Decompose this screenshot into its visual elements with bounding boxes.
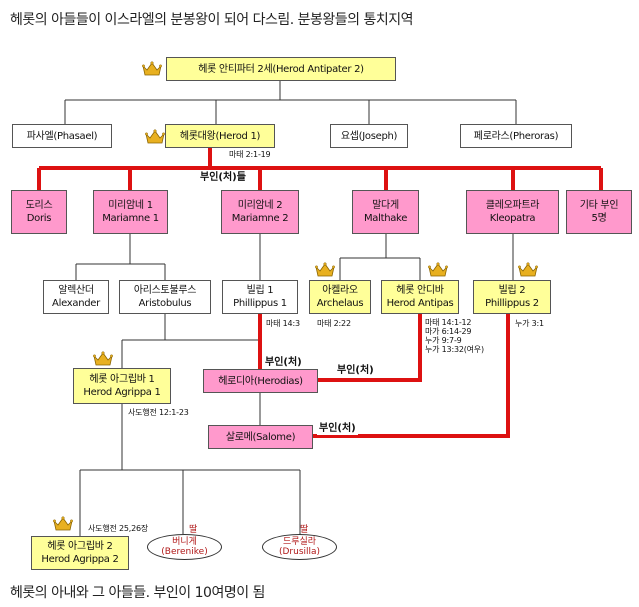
node-name: 도리스 [25, 200, 53, 211]
node-kleopatra: 클레오파트라 Kleopatra [466, 190, 559, 234]
node-name: 미리암네 1 [108, 200, 153, 211]
node-name: 페로라스(Pheroras) [473, 130, 559, 142]
node-name: 알렉산더 [58, 285, 94, 296]
node-pheroras: 페로라스(Pheroras) [460, 124, 572, 148]
node-name: 빌립 1 [246, 285, 274, 296]
node-name: 헤로디아(Herodias) [218, 375, 303, 387]
crown-icon [428, 262, 448, 277]
node-name: 헤롯대왕(Herod 1) [179, 130, 261, 142]
node-joseph: 요셉(Joseph) [330, 124, 408, 148]
node-phasael: 파사엘(Phasael) [12, 124, 112, 148]
node-doris: 도리스 Doris [11, 190, 67, 234]
node-name: 버니게 [172, 537, 197, 547]
node-phillippus-2: 빌립 2 Phillippus 2 [473, 280, 551, 314]
node-herod-antipater-2: 헤롯 안티파터 2세(Herod Antipater 2) [166, 57, 396, 81]
node-mariamne-1: 미리암네 1 Mariamne 1 [93, 190, 168, 234]
node-name-latin: Mariamne 2 [231, 213, 289, 224]
node-count: 5명 [591, 213, 607, 224]
node-phillippus-1: 빌립 1 Phillippus 1 [222, 280, 298, 314]
node-salome: 살로메(Salome) [208, 425, 313, 449]
node-name: 헤롯 안티파터 2세(Herod Antipater 2) [198, 63, 364, 75]
node-name: 기타 부인 [579, 200, 619, 211]
node-name: 빌립 2 [498, 285, 526, 296]
page-title: 헤롯의 아들들이 이스라엘의 분봉왕이 되어 다스림. 분봉왕들의 통치지역 [10, 12, 414, 28]
label-daughter-berenike: 딸 [189, 525, 198, 535]
node-name: 헤롯 아그립바 2 [47, 541, 113, 552]
node-name: 요셉(Joseph) [340, 130, 398, 142]
node-name: 드루실라 [282, 537, 317, 547]
reference-antipas-1: 마태 14:1-12 [425, 318, 472, 327]
node-name-latin: Herod Agrippa 1 [83, 387, 161, 398]
crown-icon [93, 351, 113, 366]
node-herod-agrippa-2: 헤롯 아그립바 2 Herod Agrippa 2 [31, 536, 129, 570]
node-name-latin: Archelaus [316, 298, 364, 309]
node-herod-antipas: 헤롯 안디바 Herod Antipas [381, 280, 459, 314]
node-name-latin: Mariamne 1 [102, 213, 159, 224]
node-name-latin: Herod Antipas [386, 298, 454, 309]
reference-phillippus-2: 누가 3:1 [515, 319, 544, 328]
node-name-latin: Phillippus 1 [233, 298, 287, 309]
crown-icon [53, 516, 73, 531]
label-daughter-drusilla: 딸 [300, 525, 309, 535]
label-wife-herodias-2: 부인(처) [335, 365, 376, 377]
node-name-latin: Malthake [363, 213, 408, 224]
crown-icon [315, 262, 335, 277]
node-berenike: 버니게 (Berenike) [147, 534, 222, 560]
node-name: 말다게 [372, 200, 399, 211]
node-name-latin: Phillippus 2 [485, 298, 539, 309]
crown-icon [518, 262, 538, 277]
label-wives: 부인(처)들 [198, 172, 248, 184]
node-name-latin: Kleopatra [489, 213, 536, 224]
node-name-latin: Herod Agrippa 2 [41, 554, 119, 565]
node-name: 헤롯 아그립바 1 [89, 374, 155, 385]
label-wife-salome: 부인(처) [317, 423, 358, 435]
reference-herod-1: 마태 2:1-19 [229, 150, 271, 159]
reference-agrippa-1: 사도행전 12:1-23 [128, 408, 189, 417]
node-name: 살로메(Salome) [225, 431, 296, 443]
node-name-latin: (Berenike) [161, 547, 208, 557]
reference-agrippa-2: 사도행전 25,26장 [88, 524, 149, 533]
node-herod-agrippa-1: 헤롯 아그립바 1 Herod Agrippa 1 [73, 368, 171, 404]
node-archelaus: 아켈라오 Archelaus [309, 280, 371, 314]
node-alexander: 알렉산더 Alexander [43, 280, 109, 314]
node-herod-1: 헤롯대왕(Herod 1) [165, 124, 275, 148]
reference-phillippus-1: 마태 14:3 [266, 319, 300, 328]
node-name-latin: Aristobulus [138, 298, 192, 309]
node-name-latin: Alexander [52, 298, 100, 309]
crown-icon [142, 61, 162, 76]
lineage-lines [64, 80, 517, 536]
reference-antipas-4: 누가 13:32(여우) [425, 345, 484, 354]
node-herodias: 헤로디아(Herodias) [203, 369, 318, 393]
node-name: 아켈라오 [322, 285, 358, 296]
node-name: 파사엘(Phasael) [26, 130, 98, 142]
label-wife-herodias-1: 부인(처) [263, 357, 304, 369]
page-caption: 헤롯의 아내와 그 아들들. 부인이 10여명이 됨 [10, 585, 265, 601]
node-name-latin: (Drusilla) [278, 547, 321, 557]
node-name: 헤롯 안디바 [396, 285, 444, 296]
node-name: 클레오파트라 [485, 200, 540, 211]
node-other-wives: 기타 부인 5명 [566, 190, 632, 234]
node-malthake: 말다게 Malthake [352, 190, 419, 234]
reference-antipas-2: 마가 6:14-29 [425, 327, 472, 336]
node-mariamne-2: 미리암네 2 Mariamne 2 [221, 190, 299, 234]
node-drusilla: 드루실라 (Drusilla) [262, 534, 337, 560]
reference-archelaus: 마태 2:22 [317, 319, 351, 328]
node-name: 아리스토불루스 [133, 285, 197, 296]
crown-icon [145, 129, 165, 144]
reference-antipas-3: 누가 9:7-9 [425, 336, 462, 345]
node-name: 미리암네 2 [237, 200, 283, 211]
node-aristobulus: 아리스토불루스 Aristobulus [119, 280, 211, 314]
node-name-latin: Doris [26, 213, 52, 224]
